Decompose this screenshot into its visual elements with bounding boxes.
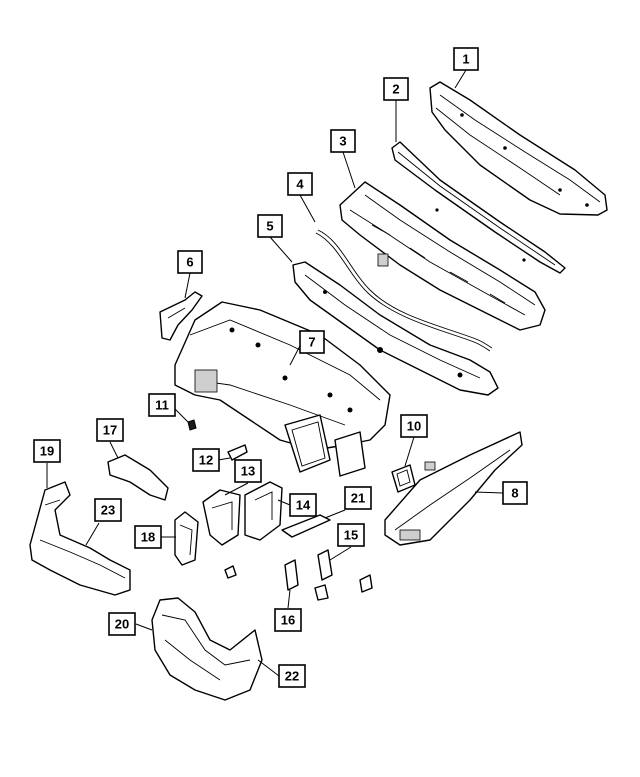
callout-19-label: 19 [40, 444, 54, 459]
fastener-group [224, 565, 373, 593]
part-1-cowl-panel [429, 81, 608, 216]
callout-10: 10 [400, 414, 428, 438]
callout-10-label: 10 [407, 419, 421, 434]
part-20-lower-insulator [151, 597, 263, 701]
part-17-panel [107, 454, 169, 501]
part-11-clip [187, 419, 197, 431]
callout-20-label: 20 [115, 617, 129, 632]
callout-1-label: 1 [462, 52, 469, 67]
part-3-cowl-grille [339, 181, 546, 331]
callout-6-label: 6 [186, 255, 193, 270]
callout-19: 19 [33, 439, 61, 463]
callout-21-label: 21 [351, 491, 365, 506]
part-15-bracket [317, 549, 333, 581]
callout-23: 23 [94, 498, 122, 522]
callout-18-label: 18 [141, 530, 155, 545]
callout-8: 8 [502, 481, 528, 505]
part-12-bracket [227, 444, 248, 461]
callout-2: 2 [383, 77, 409, 101]
part-6-bracket [159, 291, 203, 341]
callout-5-label: 5 [266, 219, 273, 234]
callout-12: 12 [192, 448, 220, 472]
part-5-cowl-support [292, 261, 499, 396]
callout-11-label: 11 [155, 398, 169, 413]
callout-3-label: 3 [339, 134, 346, 149]
callout-11: 11 [148, 393, 176, 417]
callout-13: 13 [234, 459, 262, 483]
callout-17-label: 17 [103, 423, 117, 438]
callout-15: 15 [337, 523, 365, 547]
callout-16: 16 [274, 608, 302, 632]
callout-23-label: 23 [101, 503, 115, 518]
callout-15-label: 15 [344, 528, 358, 543]
callout-5: 5 [257, 214, 283, 238]
part-10-plate [391, 464, 416, 493]
callout-14-label: 14 [296, 498, 311, 513]
part-2-seal [391, 141, 566, 274]
callout-18: 18 [134, 525, 162, 549]
callout-4: 4 [287, 172, 313, 196]
callout-3: 3 [330, 129, 356, 153]
leader-lines [46, 69, 504, 677]
callout-7: 7 [299, 330, 325, 354]
callout-17: 17 [96, 418, 124, 442]
callout-21: 21 [344, 486, 372, 510]
callout-16-label: 16 [281, 613, 295, 628]
callout-22-label: 22 [285, 669, 299, 684]
part-8-side-insulator [384, 431, 523, 546]
part-14-bracket [244, 481, 283, 541]
callout-6: 6 [177, 250, 203, 274]
part-19-left-insulator [29, 481, 131, 596]
callout-1: 1 [453, 47, 479, 71]
callout-13-label: 13 [241, 464, 255, 479]
part-21-strap [281, 514, 331, 538]
callout-14: 14 [289, 493, 317, 517]
callout-12-label: 12 [199, 453, 213, 468]
part-16-bracket [284, 559, 329, 601]
part-13-bracket [202, 489, 241, 546]
callout-8-label: 8 [511, 486, 518, 501]
callout-20: 20 [108, 612, 136, 636]
part-18-bracket [174, 511, 199, 566]
part-4-weatherstrip [315, 229, 493, 352]
callout-2-label: 2 [392, 82, 399, 97]
callout-7-label: 7 [308, 335, 315, 350]
part-7-dash-insulator [174, 301, 391, 477]
callout-22: 22 [278, 664, 306, 688]
callout-4-label: 4 [296, 177, 304, 192]
